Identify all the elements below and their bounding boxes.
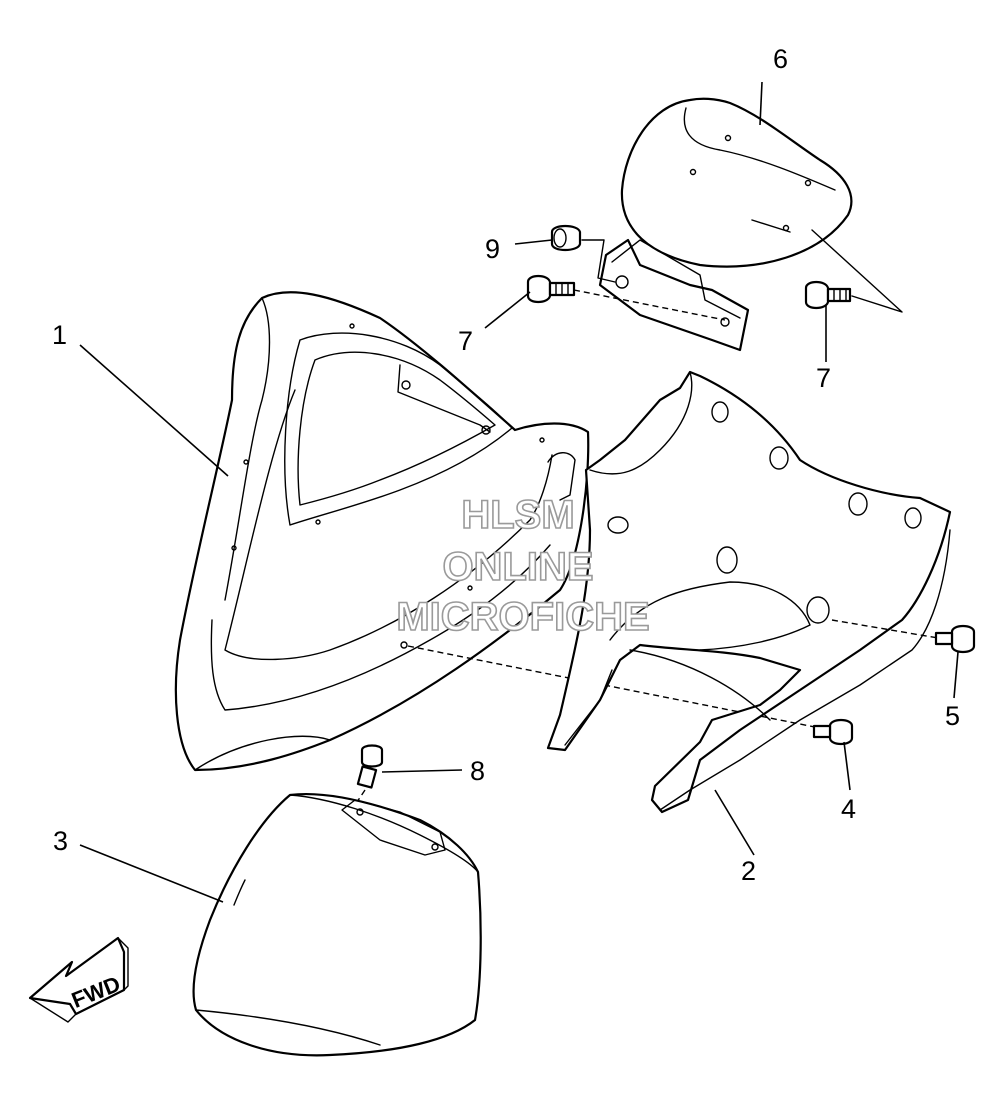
part-2-inner-panel	[546, 370, 952, 814]
part-6-cowl	[598, 97, 853, 352]
part-5-screw	[934, 624, 976, 654]
callout-9: 9	[485, 234, 500, 264]
leader-lines	[79, 81, 959, 903]
callout-1: 1	[52, 320, 67, 350]
part-7-bolt-left	[526, 274, 726, 321]
callout-7-right: 7	[816, 363, 831, 393]
callout-4: 4	[841, 794, 856, 824]
part-9-grommet	[550, 224, 616, 283]
part-7-bolt-right	[804, 229, 903, 313]
callout-8: 8	[470, 756, 485, 786]
callout-2: 2	[741, 856, 756, 886]
part-3-front-fender	[192, 792, 482, 1057]
watermark: HLSM ONLINE MICROFICHE	[396, 492, 651, 640]
part-4-screw	[812, 718, 854, 746]
watermark-line-1: HLSM	[461, 493, 574, 537]
callout-3: 3	[53, 826, 68, 856]
watermark-line-3: MICROFICHE	[396, 595, 649, 639]
fwd-arrow-icon: FWD	[28, 936, 129, 1023]
callout-7-left: 7	[458, 326, 473, 356]
watermark-line-2: ONLINE	[442, 545, 593, 589]
callout-5: 5	[945, 701, 960, 731]
callout-labels: 1 2 3 4 5 6 7 7 8 9	[52, 44, 960, 886]
callout-6: 6	[773, 44, 788, 74]
part-1-front-cover	[174, 291, 821, 772]
